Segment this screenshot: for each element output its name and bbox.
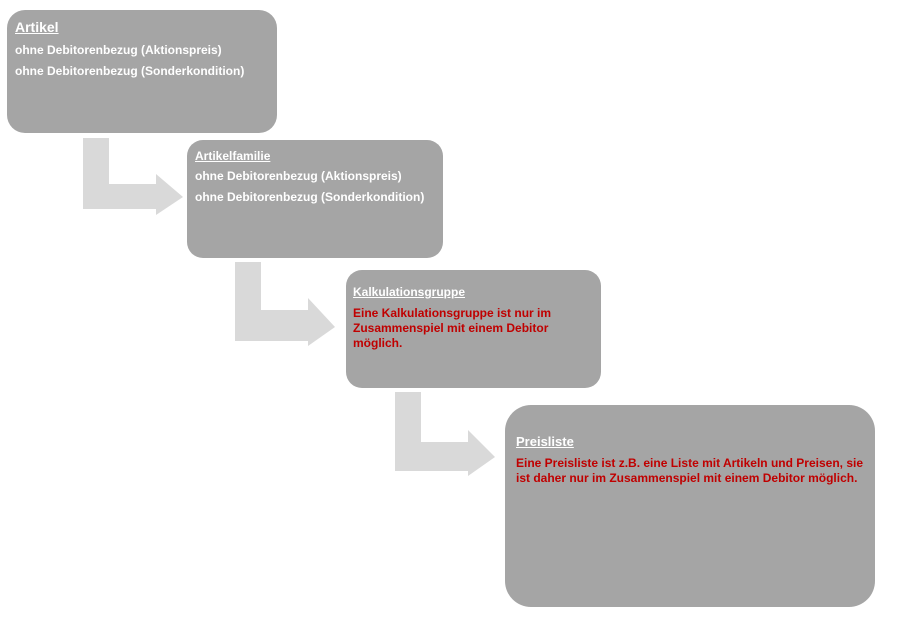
box-note: Eine Preisliste ist z.B. eine Liste mit … xyxy=(516,456,864,470)
box-artikel: Artikel ohne Debitorenbezug (Aktionsprei… xyxy=(7,10,277,133)
box-line: ohne Debitorenbezug (Aktionspreis) xyxy=(15,43,222,57)
box-title: Artikelfamilie xyxy=(195,149,271,163)
box-title: Kalkulationsgruppe xyxy=(353,285,466,299)
bent-arrow-right-icon xyxy=(235,262,335,346)
box-title: Artikel xyxy=(15,19,59,35)
box-preisliste: Preisliste Eine Preisliste ist z.B. eine… xyxy=(505,405,875,607)
box-line: ohne Debitorenbezug (Aktionspreis) xyxy=(195,169,402,183)
box-line: ohne Debitorenbezug (Sonderkondition) xyxy=(15,64,245,78)
box-note: Eine Kalkulationsgruppe ist nur im xyxy=(353,306,552,320)
bent-arrow-right-icon xyxy=(83,138,183,215)
box-title: Preisliste xyxy=(516,434,574,449)
box-note: möglich. xyxy=(353,336,403,350)
box-note: ist daher nur im Zusammenspiel mit einem… xyxy=(516,471,858,485)
box-kalkulationsgruppe: Kalkulationsgruppe Eine Kalkulationsgrup… xyxy=(346,270,601,388)
box-line: ohne Debitorenbezug (Sonderkondition) xyxy=(195,190,425,204)
box-note: Zusammenspiel mit einem Debitor xyxy=(353,321,549,335)
box-artikelfamilie: Artikelfamilie ohne Debitorenbezug (Akti… xyxy=(187,140,443,258)
bent-arrow-right-icon xyxy=(395,392,495,476)
